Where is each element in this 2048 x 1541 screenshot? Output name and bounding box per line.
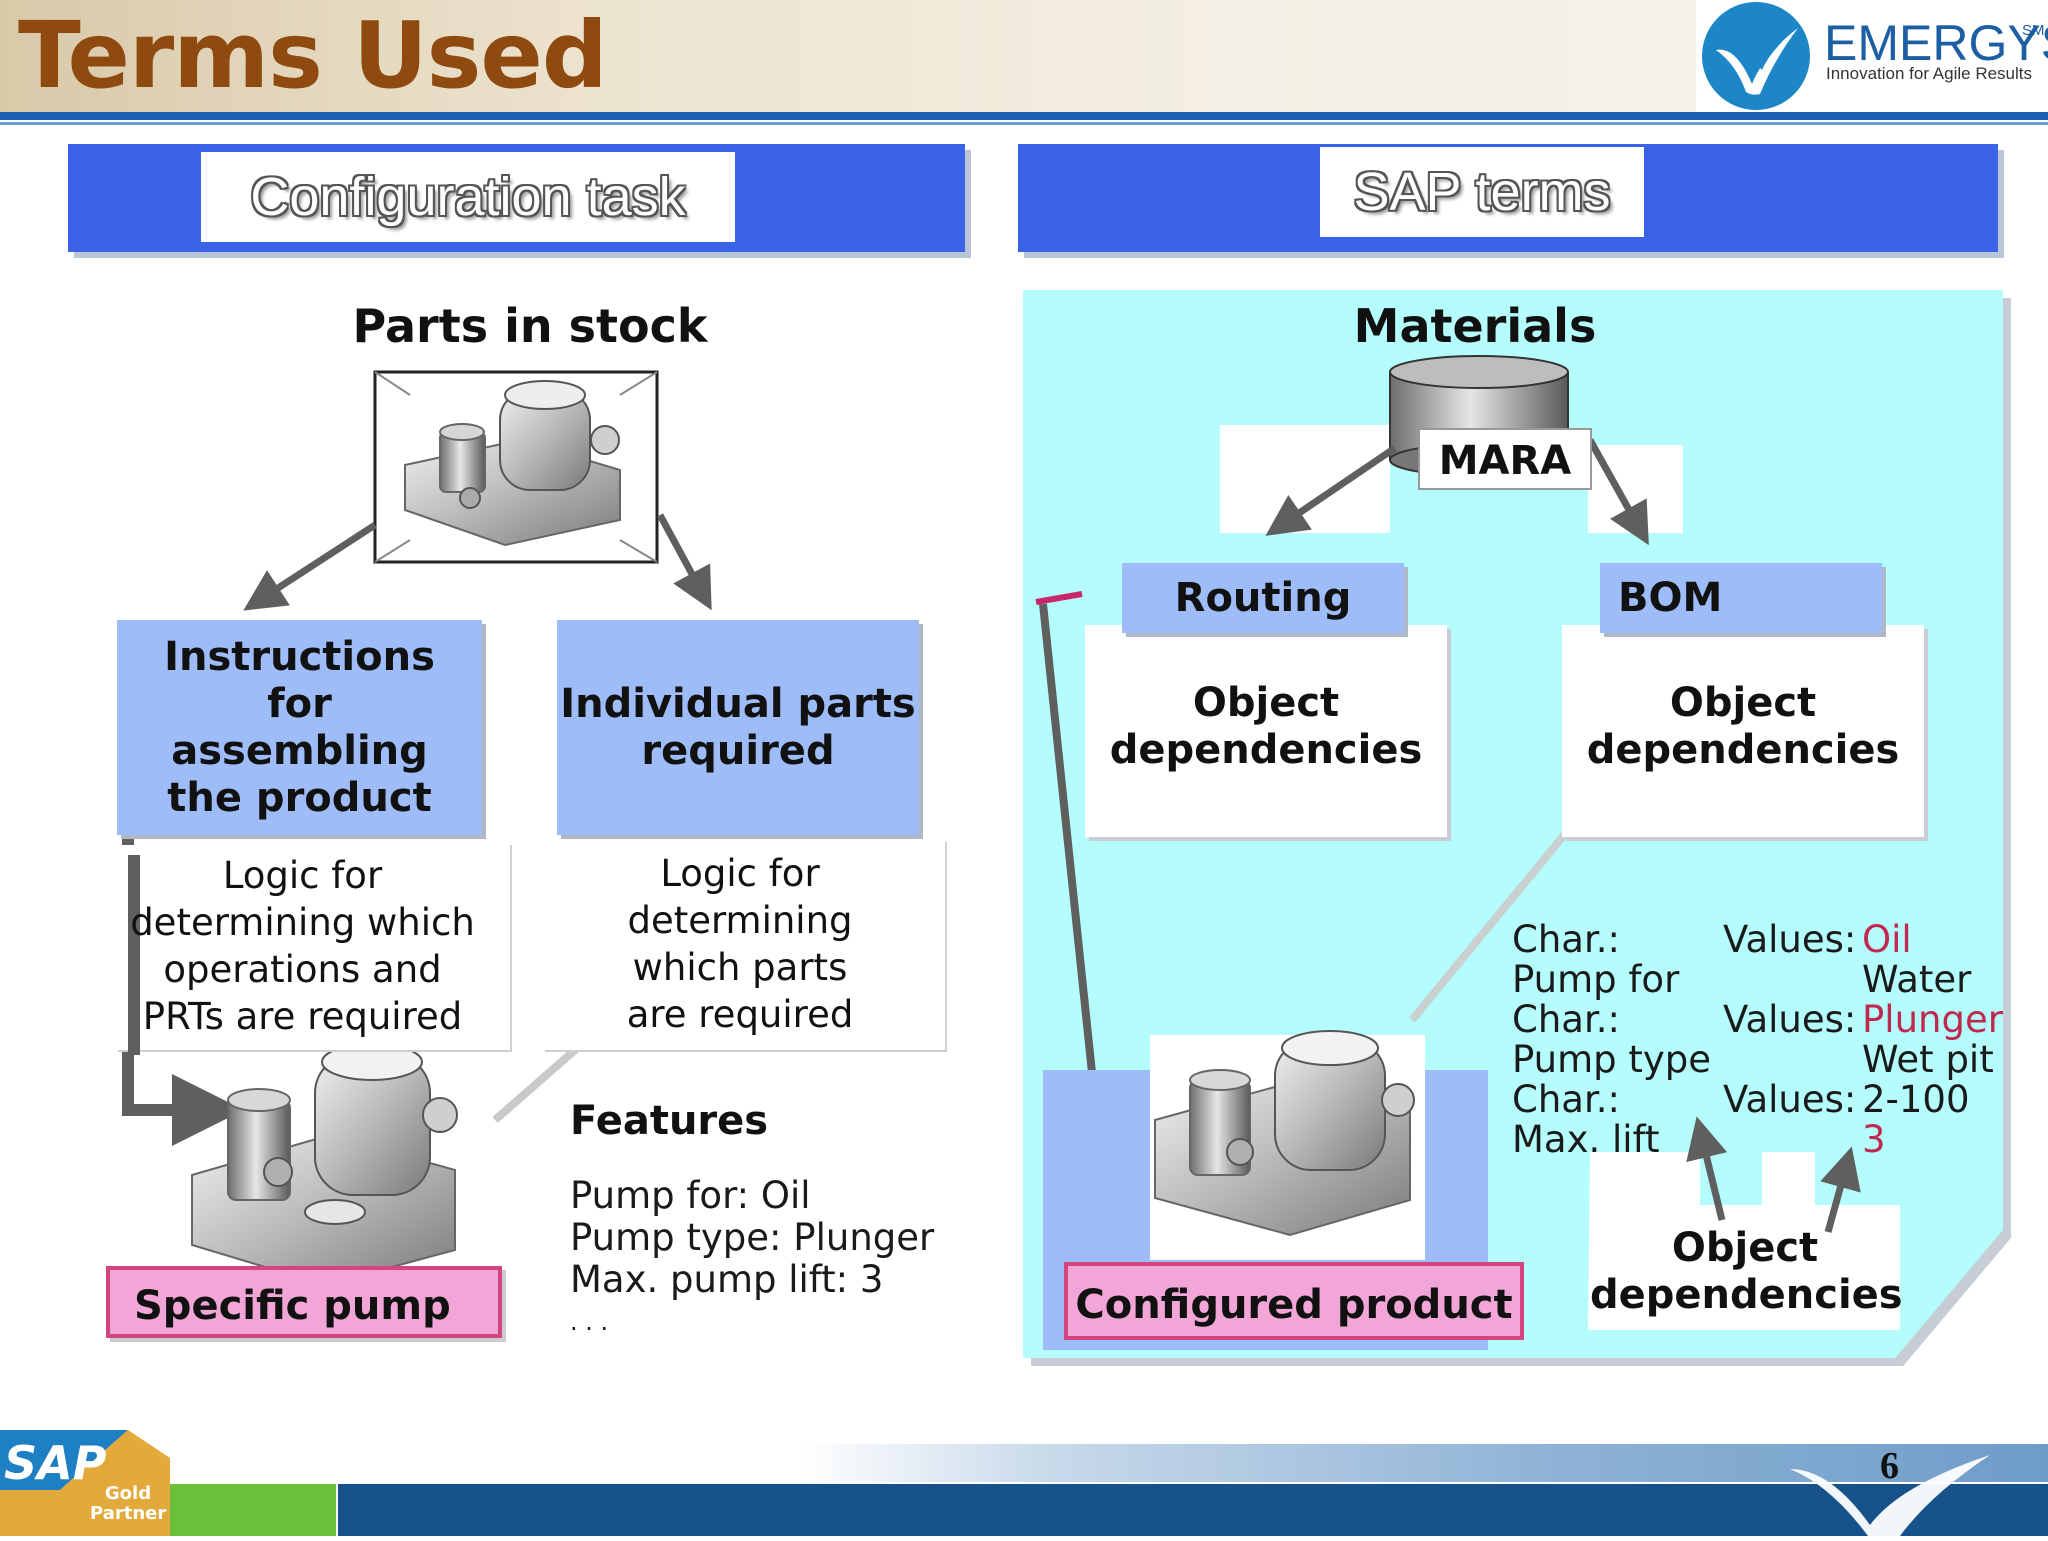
individual-parts-box: Individual parts required xyxy=(557,620,919,835)
value-three: 3 xyxy=(1862,1118,1886,1161)
logic-ops-box xyxy=(118,845,512,1052)
bom-label: BOM xyxy=(1600,563,1882,633)
emergys-logo-tagline: Innovation for Agile Results xyxy=(1826,64,2033,83)
sap-logo-shape xyxy=(0,1430,170,1536)
value-oil: Oil xyxy=(1862,918,1912,961)
char-label-3: Char.: xyxy=(1512,1078,1621,1121)
sap-terms-label: SAP terms xyxy=(1320,147,1644,237)
header-divider xyxy=(0,112,2048,120)
specific-pump-drawing xyxy=(191,1043,458,1287)
emergys-logo-mark xyxy=(1702,2,1810,110)
values-label-2: Values: xyxy=(1723,998,1857,1041)
char-label-2: Char.: xyxy=(1512,998,1621,1041)
emergys-logo-sm: SM xyxy=(2022,22,2045,39)
char-name-2: Pump type xyxy=(1512,1038,1712,1081)
footer-bird-icon xyxy=(1790,1455,1990,1536)
char-label-1: Char.: xyxy=(1512,918,1621,961)
feature-pump-type: Pump type: Plunger xyxy=(570,1216,935,1259)
bracket-line xyxy=(128,855,140,1055)
logic-parts-text: Logic for determining which parts are re… xyxy=(626,852,854,1036)
pump-parts-drawing xyxy=(404,380,621,547)
parts-in-stock-title: Parts in stock xyxy=(352,299,708,353)
bom-dependencies-box xyxy=(1562,625,1924,837)
bom-dependencies-text: Object dependencies xyxy=(1586,680,1900,773)
header-divider-thin xyxy=(0,122,2048,125)
values-label-1: Values: xyxy=(1723,918,1857,961)
features-title: Features xyxy=(570,1098,769,1144)
instructions-box: Instructions for assembling the product xyxy=(117,620,482,835)
page-number: 6 xyxy=(1880,1445,1899,1487)
char-name-3: Max. lift xyxy=(1512,1118,1660,1161)
slide-title: Terms Used xyxy=(18,2,608,109)
configuration-task-label: Configuration task xyxy=(201,152,735,242)
value-range: 2-100 xyxy=(1862,1078,1970,1121)
routing-dependencies-text: Object dependencies xyxy=(1109,680,1423,773)
footer-bar xyxy=(338,1484,2048,1536)
routing-label: Routing xyxy=(1122,563,1404,633)
feature-more: . . . xyxy=(570,1308,609,1336)
configured-product-label: Configured product xyxy=(1064,1262,1524,1340)
values-label-3: Values: xyxy=(1723,1078,1857,1121)
feature-max-lift: Max. pump lift: 3 xyxy=(570,1258,884,1301)
bird-icon xyxy=(1716,28,1798,95)
configured-pump-drawing xyxy=(1154,1030,1415,1237)
bottom-dependencies-text: Object dependencies xyxy=(1590,1225,1903,1318)
sap-gold-partner-text: Gold Partner xyxy=(90,1483,167,1524)
sap-gold-partner-logo: SAP Gold Partner xyxy=(0,1430,170,1536)
logic-parts-box xyxy=(545,842,947,1052)
value-water: Water xyxy=(1862,958,1972,1001)
routing-dependencies-box xyxy=(1085,625,1447,837)
value-wet-pit: Wet pit xyxy=(1862,1038,1994,1081)
footer-strip xyxy=(800,1444,2048,1482)
sap-logo-text: SAP xyxy=(4,1436,107,1490)
feature-pump-for: Pump for: Oil xyxy=(570,1174,811,1217)
logic-ops-text: Logic for determining which operations a… xyxy=(130,854,475,1038)
char-name-1: Pump for xyxy=(1512,958,1680,1001)
materials-title: Materials xyxy=(1353,299,1597,353)
mara-label: MARA xyxy=(1418,428,1592,490)
value-plunger: Plunger xyxy=(1862,998,2003,1041)
specific-pump-label: Specific pump xyxy=(106,1266,502,1338)
